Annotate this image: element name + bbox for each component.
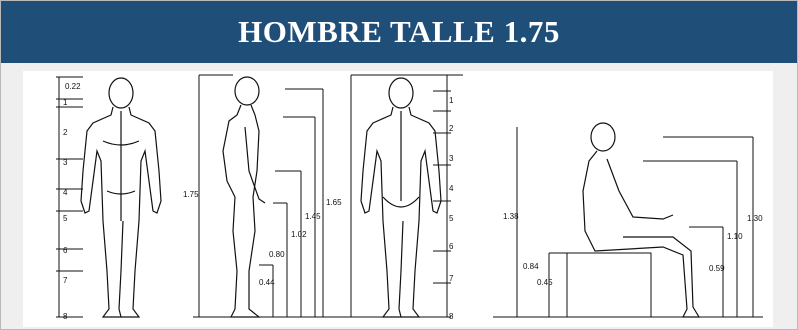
back-figure [360,77,442,318]
seated-label-knee: 0.59 [709,264,725,273]
back-seg-8: 8 [449,312,454,321]
front-seg-8: 8 [63,312,68,321]
seated-label-shoulder: 0.84 [523,262,539,271]
back-seg-3: 3 [449,154,454,163]
side-label-wrist: 0.80 [269,250,285,259]
front-seg-2: 2 [63,128,68,137]
seated-label-seat: 0.45 [537,278,553,287]
title-banner: HOMBRE TALLE 1.75 [1,1,797,63]
back-seg-1: 1 [449,96,454,105]
back-view: 1 2 3 4 5 6 7 8 [350,74,463,321]
front-top-label: 0.22 [65,82,81,91]
seated-figure [582,122,701,318]
back-seg-5: 5 [449,214,454,223]
seated-label-eye: 1.30 [747,214,763,223]
back-seg-2: 2 [449,124,454,133]
side-label-knee: 0.44 [259,278,275,287]
side-label-shoulder: 1.45 [305,212,321,221]
side-label-height: 1.75 [183,190,199,199]
front-figure [80,77,162,318]
back-seg-7: 7 [449,274,454,283]
front-seg-3: 3 [63,158,68,167]
stool [566,252,652,318]
front-seg-6: 6 [63,246,68,255]
back-seg-6: 6 [449,242,454,251]
side-view: 1.75 1.65 1.45 1.02 0.80 [183,74,443,318]
seated-view: 1.38 0.84 0.45 1.30 1.10 0.59 [493,122,763,318]
back-seg-4: 4 [449,184,454,193]
page-title: HOMBRE TALLE 1.75 [238,14,560,49]
front-view: 0.22 1 2 3 4 5 6 7 8 [56,76,162,321]
side-label-eye: 1.65 [326,198,342,207]
front-seg-7: 7 [63,276,68,285]
drawing-canvas: 0.22 1 2 3 4 5 6 7 8 [56,74,763,321]
front-seg-1: 1 [63,98,68,107]
side-label-elbow: 1.02 [291,230,307,239]
side-figure [222,76,266,318]
anthropometric-drawing: 0.22 1 2 3 4 5 6 7 8 [23,71,773,327]
front-seg-4: 4 [63,188,68,197]
seated-label-shoulder-seated: 1.10 [727,232,743,241]
front-seg-5: 5 [63,214,68,223]
seated-label-height: 1.38 [503,212,519,221]
